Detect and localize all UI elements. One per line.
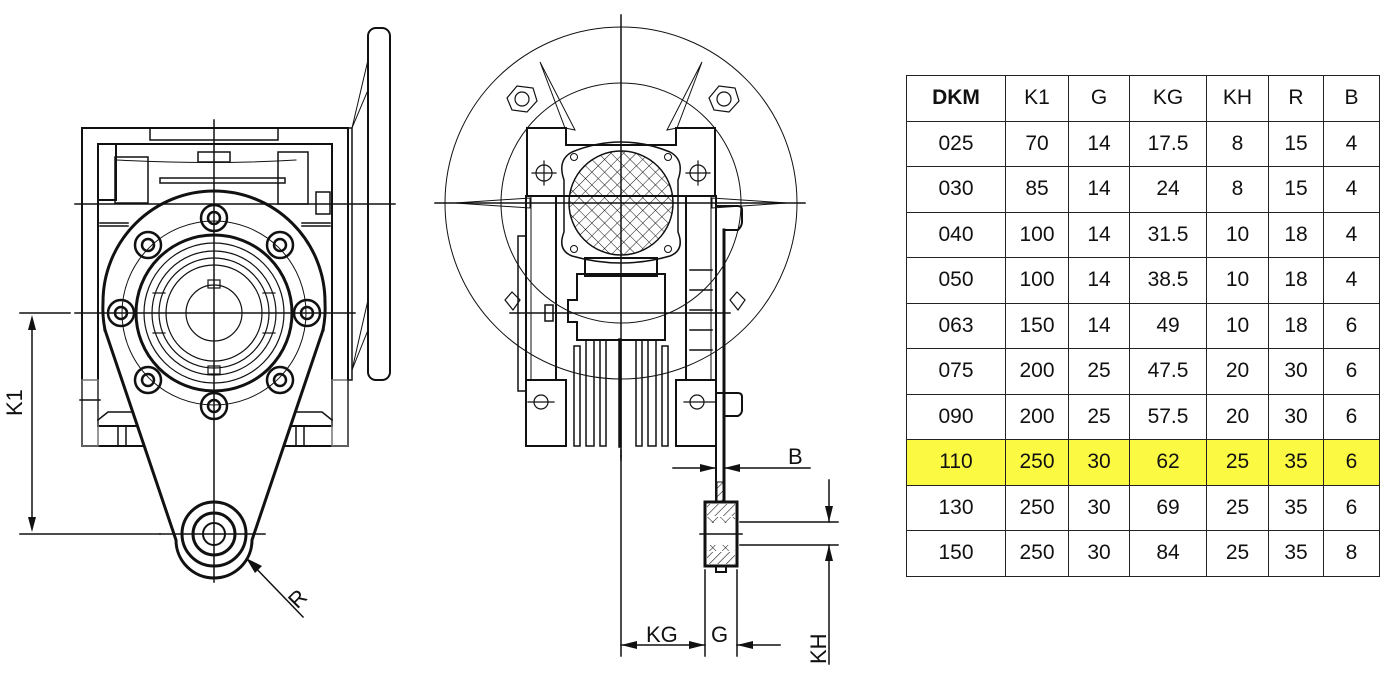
table-cell-kg: 31.5 (1129, 211, 1207, 258)
table-cell-kg: 47.5 (1129, 348, 1207, 395)
dimension-label-kh: KH (806, 633, 831, 664)
table-cell-g: 30 (1068, 484, 1130, 531)
table-cell-g: 14 (1068, 166, 1130, 213)
table-cell-dkm: 150 (906, 530, 1006, 577)
table-cell-kh: 8 (1206, 166, 1269, 213)
column-header-b: B (1323, 75, 1380, 122)
table-cell-r: 30 (1268, 348, 1324, 395)
table-cell-b: 4 (1323, 257, 1380, 304)
table-cell-g: 14 (1068, 302, 1130, 349)
table-cell-kh: 10 (1206, 302, 1269, 349)
column-header-r: R (1268, 75, 1324, 122)
table-cell-dkm: 090 (906, 393, 1006, 440)
table-cell-kh: 25 (1206, 439, 1269, 486)
table-cell-kh: 25 (1206, 530, 1269, 577)
table-cell-kh: 20 (1206, 348, 1269, 395)
table-cell-k1: 85 (1005, 166, 1069, 213)
table-cell-b: 4 (1323, 211, 1380, 258)
table-cell-dkm: 030 (906, 166, 1006, 213)
table-cell-b: 8 (1323, 530, 1380, 577)
table-cell-r: 30 (1268, 393, 1324, 440)
table-cell-kg: 84 (1129, 530, 1207, 577)
column-header-k1: K1 (1005, 75, 1069, 122)
column-header-dkm: DKM (906, 75, 1006, 122)
table-cell-kg: 62 (1129, 439, 1207, 486)
table-cell-k1: 100 (1005, 257, 1069, 304)
table-cell-k1: 150 (1005, 302, 1069, 349)
table-cell-k1: 200 (1005, 348, 1069, 395)
table-cell-kh: 10 (1206, 257, 1269, 304)
table-cell-b: 6 (1323, 484, 1380, 531)
table-cell-kg: 24 (1129, 166, 1207, 213)
table-cell-r: 18 (1268, 302, 1324, 349)
table-cell-r: 35 (1268, 439, 1324, 486)
table-cell-g: 14 (1068, 120, 1130, 167)
table-cell-b: 6 (1323, 302, 1380, 349)
table-cell-dkm: 075 (906, 348, 1006, 395)
table-cell-b: 4 (1323, 120, 1380, 167)
table-cell-kh: 25 (1206, 484, 1269, 531)
table-cell-g: 14 (1068, 211, 1130, 258)
table-cell-b: 6 (1323, 439, 1380, 486)
table-cell-dkm: 110 (906, 439, 1006, 486)
column-header-kg: KG (1129, 75, 1207, 122)
table-cell-g: 25 (1068, 348, 1130, 395)
table-cell-k1: 250 (1005, 530, 1069, 577)
dimension-label-kg: KG (646, 622, 678, 647)
table-cell-r: 35 (1268, 530, 1324, 577)
table-cell-r: 15 (1268, 120, 1324, 167)
table-cell-kg: 69 (1129, 484, 1207, 531)
table-cell-k1: 250 (1005, 439, 1069, 486)
table-header-row: DKM K1 G KG KH R B (906, 75, 1380, 122)
table-cell-dkm: 130 (906, 484, 1006, 531)
table-cell-dkm: 025 (906, 120, 1006, 167)
table-cell-b: 6 (1323, 348, 1380, 395)
table-cell-dkm: 040 (906, 211, 1006, 258)
dimension-label-b: B (788, 444, 803, 469)
table-cell-kg: 38.5 (1129, 257, 1207, 304)
table-cell-g: 25 (1068, 393, 1130, 440)
table-cell-k1: 70 (1005, 120, 1069, 167)
table-cell-k1: 200 (1005, 393, 1069, 440)
table-cell-r: 18 (1268, 211, 1324, 258)
table-cell-kg: 49 (1129, 302, 1207, 349)
table-cell-r: 18 (1268, 257, 1324, 304)
front-view (19, 27, 396, 619)
table-cell-b: 4 (1323, 166, 1380, 213)
table-cell-dkm: 050 (906, 257, 1006, 304)
dimension-label-k1: K1 (2, 389, 27, 416)
table-cell-g: 30 (1068, 530, 1130, 577)
table-cell-kh: 20 (1206, 393, 1269, 440)
column-header-kh: KH (1206, 75, 1269, 122)
table-cell-k1: 100 (1005, 211, 1069, 258)
table-cell-kg: 17.5 (1129, 120, 1207, 167)
dimension-label-g: G (711, 622, 729, 647)
table-cell-k1: 250 (1005, 484, 1069, 531)
table-cell-g: 30 (1068, 439, 1130, 486)
table-cell-kg: 57.5 (1129, 393, 1207, 440)
table-cell-r: 35 (1268, 484, 1324, 531)
technical-drawing: K1 R B KG G KH (2, 14, 839, 665)
table-cell-kh: 8 (1206, 120, 1269, 167)
table-cell-kh: 10 (1206, 211, 1269, 258)
table-cell-dkm: 063 (906, 302, 1006, 349)
side-view (434, 14, 839, 665)
column-header-g: G (1068, 75, 1130, 122)
table-cell-b: 6 (1323, 393, 1380, 440)
table-cell-r: 15 (1268, 166, 1324, 213)
table-cell-g: 14 (1068, 257, 1130, 304)
